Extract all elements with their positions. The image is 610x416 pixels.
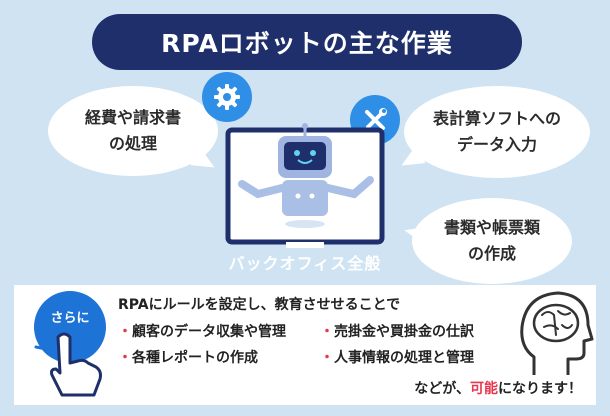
bubble-tail [396, 145, 426, 175]
bullet: ・ [320, 350, 334, 366]
closing-before: などが、 [414, 381, 470, 397]
summary-panel: さらに RPAにルールを設定し、教育させせることで ・顧客のデータ収集や管理 ・… [14, 285, 596, 405]
panel-lead-text: RPAにルールを設定し、教育させせることで [118, 297, 401, 313]
bubble-documents-line1: 書類や帳票類 [443, 218, 540, 238]
bubble-tail [190, 147, 220, 177]
list-item: ・顧客のデータ収集や管理 [118, 321, 286, 341]
list-item: ・各種レポートの作成 [118, 347, 258, 367]
bullet: ・ [118, 350, 132, 366]
title-text: RPAロボットの主な作業 [161, 29, 453, 58]
back-office-label: バックオフィス全般 [228, 254, 382, 273]
closing-after: になります！ [498, 381, 582, 397]
list-item: ・売掛金や買掛金の仕訳 [320, 321, 474, 341]
item-text: 各種レポートの作成 [132, 350, 258, 366]
bubble-spreadsheet-line1: 表計算ソフトへの [432, 109, 561, 129]
robot-monitor-illustration [225, 123, 385, 248]
pointing-hand-icon [34, 329, 102, 397]
list-item: ・人事情報の処理と管理 [320, 347, 474, 367]
bubble-spreadsheet: 表計算ソフトへの データ入力 [396, 86, 590, 178]
bubble-spreadsheet-line2: データ入力 [456, 135, 537, 154]
closing-text: などが、可能になります！ [414, 378, 582, 398]
bullet: ・ [320, 324, 334, 340]
badge-text: さらに [50, 310, 90, 326]
bullet: ・ [118, 324, 132, 340]
title-banner: RPAロボットの主な作業 [92, 14, 522, 70]
bubble-documents-line2: の作成 [467, 244, 516, 263]
bubble-tail [402, 221, 428, 245]
bubble-documents: 書類や帳票類 の作成 [402, 198, 572, 284]
item-text: 顧客のデータ収集や管理 [132, 324, 286, 340]
bubble-expense-line2: の処理 [108, 134, 157, 153]
item-text: 人事情報の処理と管理 [334, 350, 474, 366]
gear-icon [202, 72, 252, 122]
closing-accent: 可能 [470, 381, 498, 397]
item-text: 売掛金や買掛金の仕訳 [334, 324, 474, 340]
robot-icon [238, 123, 374, 228]
bubble-expense-line1: 経費や請求書 [84, 108, 181, 128]
brain-head-icon [520, 291, 594, 375]
bubble-expense: 経費や請求書 の処理 [48, 86, 220, 177]
